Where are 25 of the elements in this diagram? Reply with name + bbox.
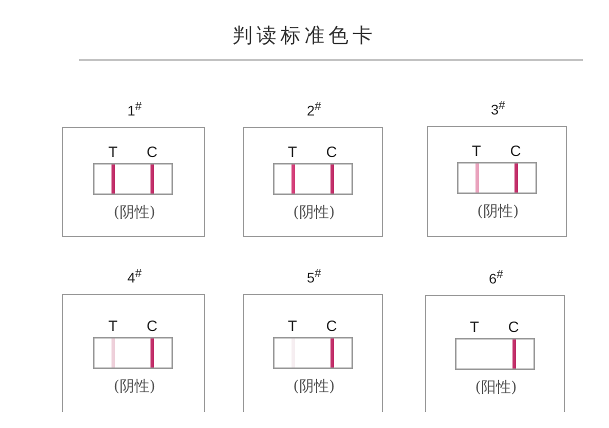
line-label: T <box>107 144 119 161</box>
sample-number: 1$^{#}$ <box>126 100 143 119</box>
line-label: T <box>468 319 480 336</box>
title: 判读标准色卡 <box>232 22 378 49</box>
result-label: (阴性) <box>476 202 520 221</box>
line-label: C <box>325 318 338 335</box>
sample-number: 5$^{#}$ <box>306 267 322 286</box>
line-label: C <box>325 144 338 161</box>
line-label: T <box>107 318 119 335</box>
sample-number: 3$^{#}$ <box>490 99 506 118</box>
result-label: (阴性) <box>112 203 156 222</box>
sample-number: 4$^{#}$ <box>126 267 143 286</box>
line-label: C <box>146 144 158 161</box>
result-label: (阴性) <box>112 377 156 396</box>
sample-number: 6$^{#}$ <box>488 268 504 287</box>
line-label: C <box>509 143 522 160</box>
line-label: T <box>286 318 298 335</box>
result-label: (阴性) <box>292 377 336 396</box>
line-label: C <box>507 319 520 336</box>
line-label: C <box>146 318 158 335</box>
line-label: T <box>286 144 298 161</box>
result-label: (阳性) <box>474 378 518 397</box>
line-label: T <box>470 143 482 160</box>
result-label: (阴性) <box>292 203 336 222</box>
sample-number: 2$^{#}$ <box>306 100 322 119</box>
